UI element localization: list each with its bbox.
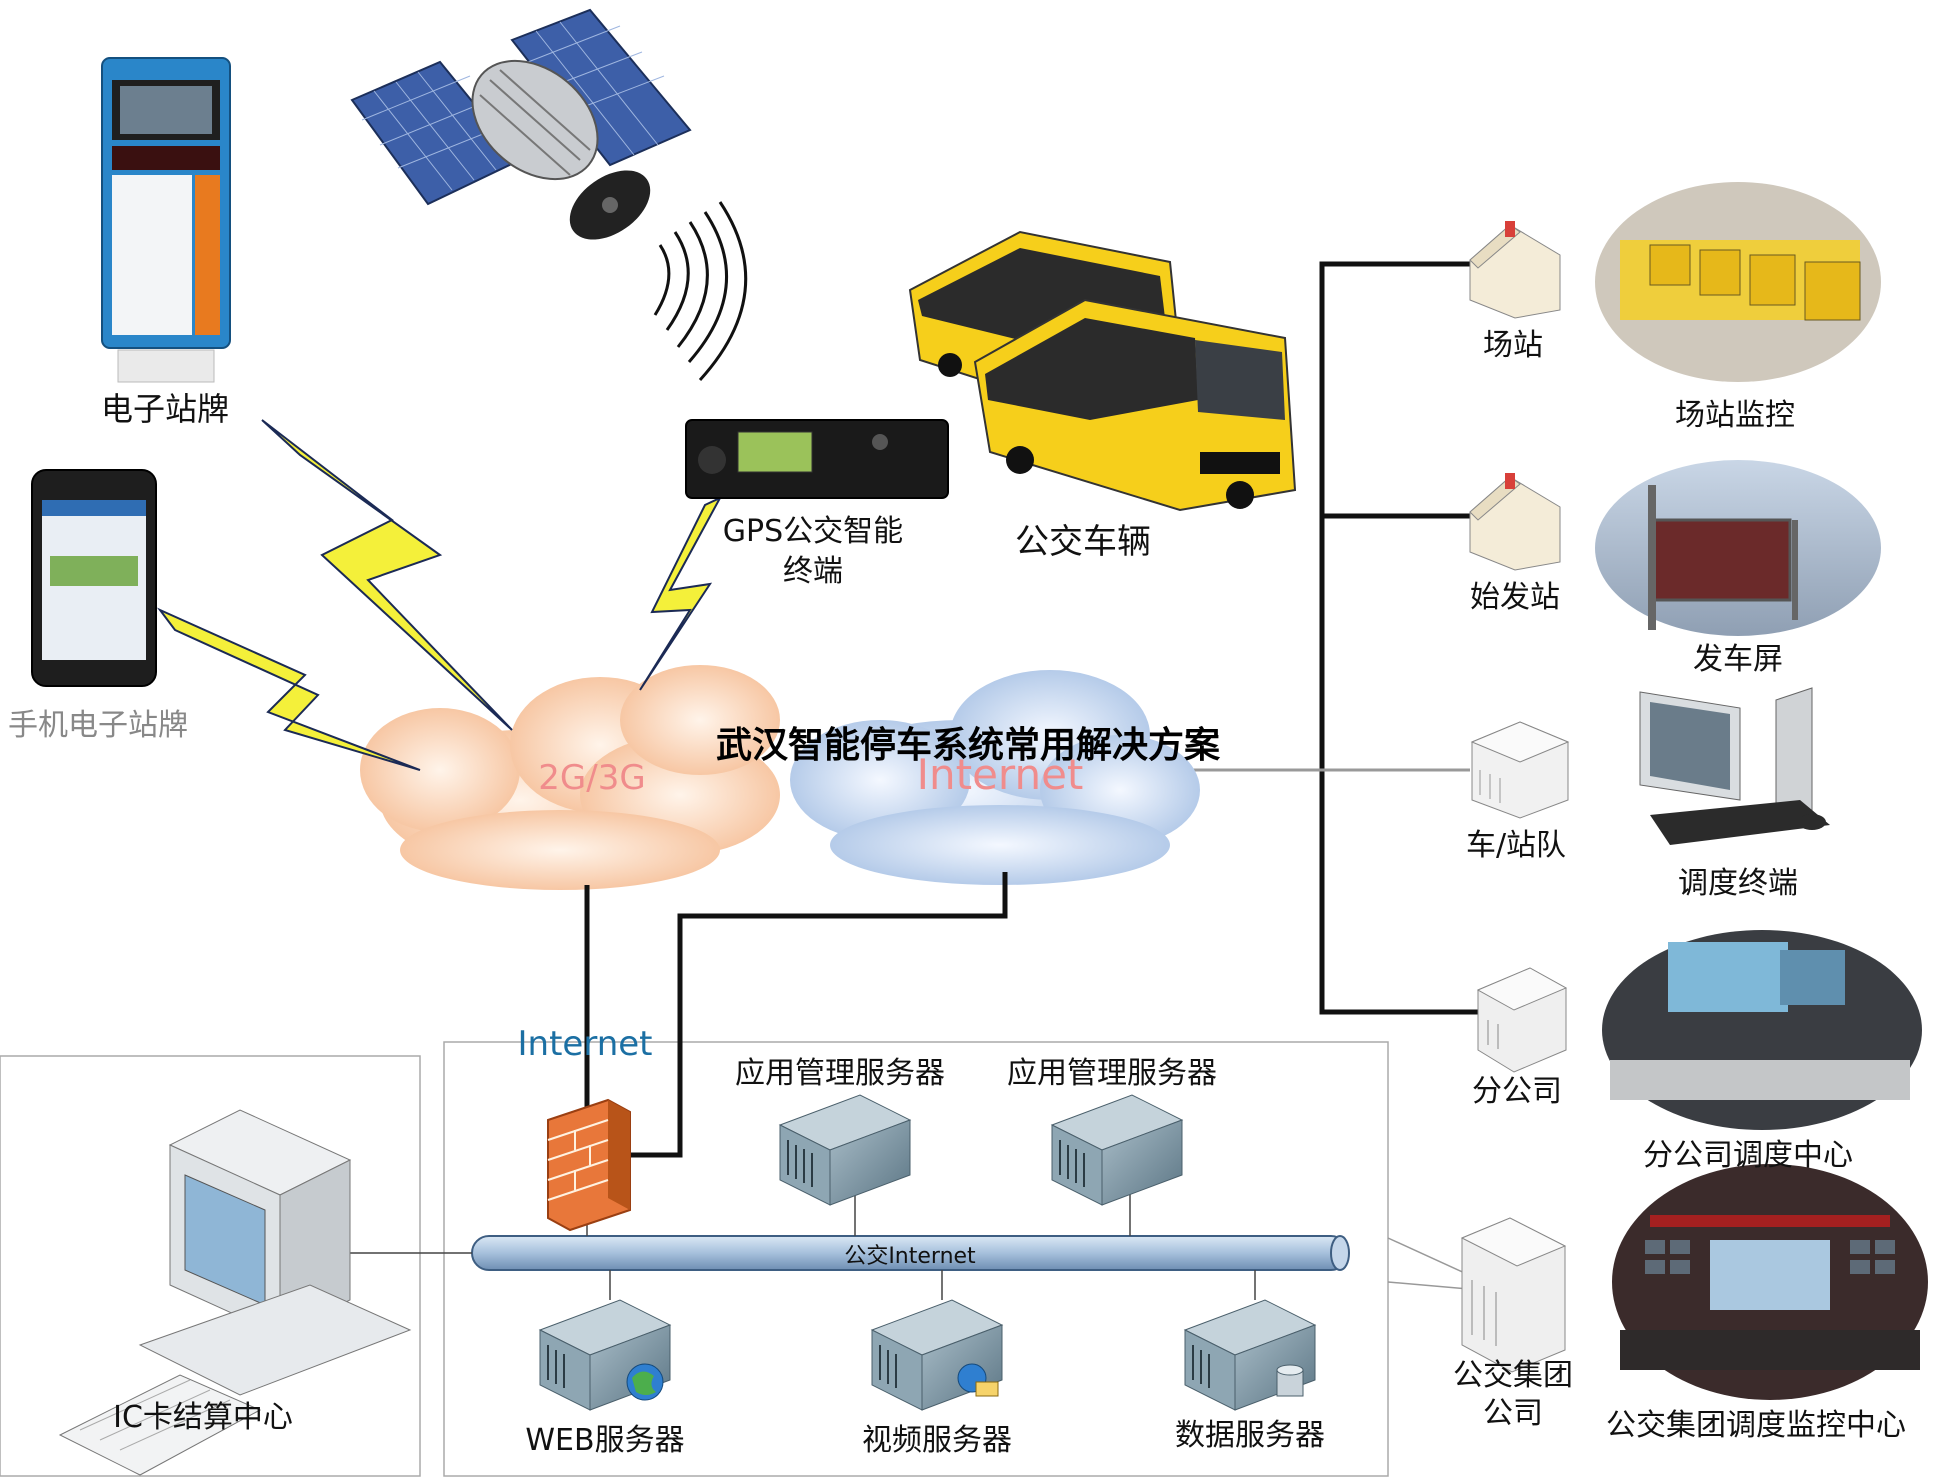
database-icon xyxy=(1276,1364,1304,1397)
firewall-icon xyxy=(547,1098,631,1232)
satellite-icon xyxy=(350,8,692,240)
bus-icon xyxy=(973,298,1297,512)
group-company-label-line1: 公交集团 xyxy=(1453,1358,1573,1393)
computer-icon xyxy=(58,1109,412,1476)
gps-terminal-icon xyxy=(685,419,949,499)
signal-waves-icon xyxy=(653,201,748,382)
smartphone-icon xyxy=(31,469,157,687)
server-icon xyxy=(870,1299,1004,1411)
cloud-2g3g-label: 2G/3G xyxy=(538,758,646,798)
lightning-bolts xyxy=(156,419,723,771)
station-yard-label: 场站 xyxy=(1483,328,1543,363)
fleet-station-label: 车/站队 xyxy=(1465,828,1567,863)
gps-terminal-label-line2: 终端 xyxy=(783,554,843,589)
yard-monitor-photo xyxy=(1595,182,1881,382)
firewall-internet-label: Internet xyxy=(517,1024,653,1064)
server-icon xyxy=(1050,1094,1184,1206)
server-room-frame xyxy=(443,1041,1389,1477)
branch-company-label: 分公司 xyxy=(1472,1074,1562,1109)
web-server-label: WEB服务器 xyxy=(525,1423,685,1458)
server-icon xyxy=(778,1094,912,1206)
wan-wires xyxy=(584,872,1008,1161)
page-title: 武汉智能停车系统常用解决方案 xyxy=(715,725,1221,766)
building-icon xyxy=(1470,721,1570,819)
cloud-2g3g xyxy=(360,665,780,890)
building-icon xyxy=(1476,967,1568,1073)
group-company-label-line2: 公司 xyxy=(1483,1396,1543,1431)
dispatch-terminal-photo xyxy=(1639,687,1830,845)
video-server-label: 视频服务器 xyxy=(862,1423,1012,1458)
e-station-sign-icon xyxy=(101,57,231,383)
right-bus-line xyxy=(1319,261,1480,1015)
mobile-station-label: 手机电子站牌 xyxy=(8,708,188,743)
data-server-label: 数据服务器 xyxy=(1175,1418,1325,1453)
backbone-label: 公交Internet xyxy=(844,1244,976,1269)
yard-monitor-label: 场站监控 xyxy=(1675,398,1795,433)
group-dispatch-photo xyxy=(1612,1164,1928,1400)
cloud-internet-label: Internet xyxy=(916,750,1084,799)
branch-dispatch-photo xyxy=(1602,930,1922,1130)
dispatch-terminal-label: 调度终端 xyxy=(1678,866,1798,901)
cloud-internet xyxy=(790,670,1200,885)
e-station-label: 电子站牌 xyxy=(100,390,230,428)
server-icon xyxy=(538,1299,672,1411)
bus-vehicle-label: 公交车辆 xyxy=(1015,522,1151,562)
server-icon xyxy=(1183,1299,1317,1411)
building-icon xyxy=(1460,1217,1567,1373)
house-icon xyxy=(1469,221,1561,319)
ic-center-label: IC卡结算中心 xyxy=(113,1400,293,1435)
house-icon xyxy=(1469,473,1561,571)
first-station-label: 始发站 xyxy=(1470,580,1560,615)
ic-center-frame xyxy=(0,1055,421,1477)
departure-screen-label: 发车屏 xyxy=(1693,642,1783,677)
branch-dispatch-label: 分公司调度中心 xyxy=(1643,1138,1853,1173)
departure-screen-photo xyxy=(1595,460,1881,636)
gps-terminal-label-line1: GPS公交智能 xyxy=(722,514,904,549)
app-server-2-label: 应用管理服务器 xyxy=(1007,1056,1217,1091)
app-server-1-label: 应用管理服务器 xyxy=(735,1056,945,1091)
group-dispatch-label: 公交集团调度监控中心 xyxy=(1606,1408,1906,1443)
